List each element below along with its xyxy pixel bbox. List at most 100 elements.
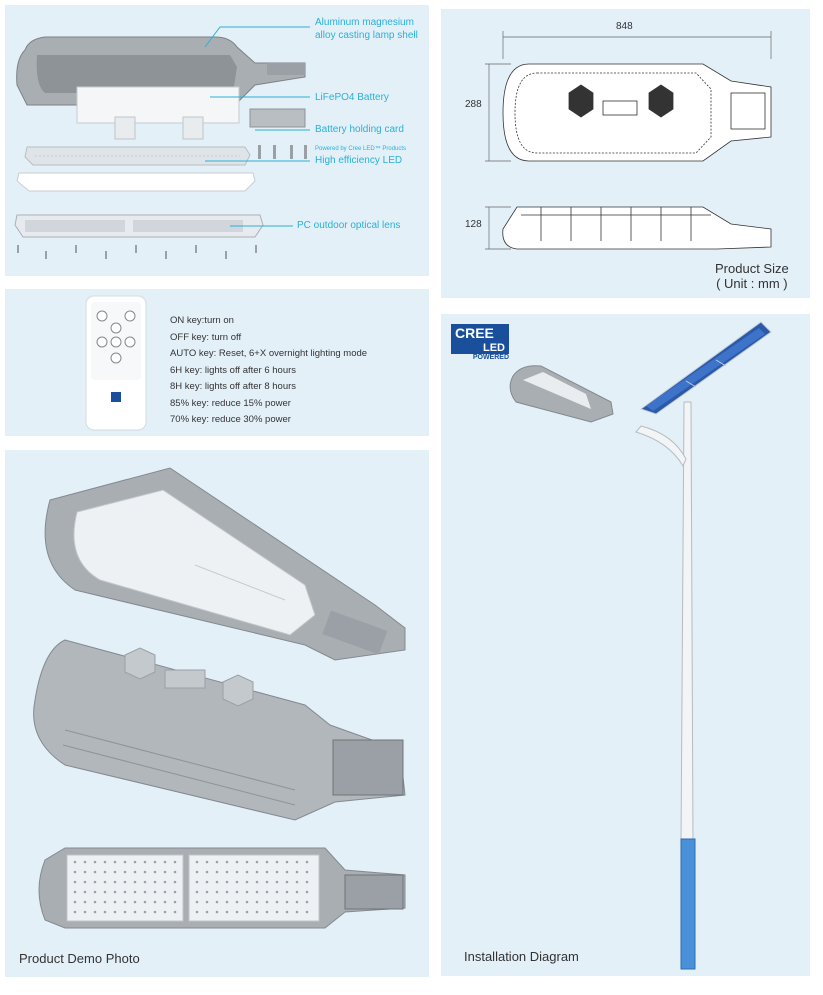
- remote-key-off: OFF key: turn off: [170, 331, 242, 343]
- led-dot: [205, 890, 209, 894]
- led-dot: [173, 890, 177, 894]
- led-dot: [285, 860, 289, 864]
- led-dot: [133, 870, 137, 874]
- led-dot: [295, 890, 299, 894]
- led-dot: [83, 880, 87, 884]
- optical-lens-part: [14, 214, 264, 238]
- led-dot: [163, 890, 167, 894]
- led-dot: [205, 880, 209, 884]
- led-dot: [143, 860, 147, 864]
- remote-key-85: 85% key: reduce 15% power: [170, 397, 291, 409]
- top-view-lamp: [502, 63, 772, 162]
- remote-keys-list: ON key:turn on OFF key: turn off AUTO ke…: [170, 313, 367, 429]
- led-dot: [113, 870, 117, 874]
- led-dot: [173, 910, 177, 914]
- led-dot: [103, 910, 107, 914]
- led-dot: [153, 890, 157, 894]
- led-dot: [153, 880, 157, 884]
- exploded-view-panel: Aluminum magnesium alloy casting lamp sh…: [5, 5, 429, 276]
- led-dot: [73, 880, 77, 884]
- remote-control: [85, 295, 147, 431]
- callout-battery: LiFePO4 Battery: [315, 92, 389, 103]
- led-dot: [143, 880, 147, 884]
- led-dot: [73, 910, 77, 914]
- led-dot: [205, 910, 209, 914]
- width-dimension: 848: [616, 21, 633, 32]
- demo-lamp-back: [33, 639, 406, 821]
- solar-panel: [639, 321, 772, 415]
- led-dot: [173, 870, 177, 874]
- led-dot: [113, 860, 117, 864]
- led-dot: [153, 900, 157, 904]
- led-dot: [195, 900, 199, 904]
- demo-lamp-bottom: [38, 847, 406, 929]
- led-dot: [285, 890, 289, 894]
- led-dot: [195, 870, 199, 874]
- led-dot: [285, 870, 289, 874]
- remote-key-70: 70% key: reduce 30% power: [170, 414, 291, 425]
- installation-panel: CREE LED POWERED Installation Diagram: [441, 314, 810, 976]
- led-dot: [245, 860, 249, 864]
- led-dot: [285, 900, 289, 904]
- led-dot: [245, 900, 249, 904]
- led-dot: [245, 880, 249, 884]
- led-dot: [163, 900, 167, 904]
- cree-logo-powered: POWERED: [472, 354, 509, 361]
- led-dot: [153, 860, 157, 864]
- led-dot: [163, 860, 167, 864]
- led-dot: [195, 910, 199, 914]
- led-dot: [133, 860, 137, 864]
- led-dot: [143, 870, 147, 874]
- height-dimension: 288: [465, 99, 482, 110]
- led-dot: [225, 890, 229, 894]
- gasket-part: [16, 172, 256, 192]
- led-dot: [153, 870, 157, 874]
- led-dot: [235, 910, 239, 914]
- led-dot: [133, 910, 137, 914]
- led-dot: [103, 880, 107, 884]
- led-dot: [215, 860, 219, 864]
- led-dot: [123, 890, 127, 894]
- led-dot: [153, 910, 157, 914]
- led-dot: [225, 860, 229, 864]
- led-dot: [275, 890, 279, 894]
- led-dot: [123, 870, 127, 874]
- led-dot: [215, 910, 219, 914]
- led-dot: [123, 860, 127, 864]
- led-dot: [103, 860, 107, 864]
- led-dot: [305, 880, 309, 884]
- led-dot: [225, 880, 229, 884]
- led-dot: [295, 860, 299, 864]
- led-dot: [103, 870, 107, 874]
- led-dot: [225, 910, 229, 914]
- led-dot: [93, 910, 97, 914]
- battery-holder-part: [249, 108, 306, 128]
- led-dot: [305, 860, 309, 864]
- led-dot: [195, 880, 199, 884]
- led-dot: [133, 890, 137, 894]
- callout-shell: Aluminum magnesium alloy casting lamp sh…: [315, 17, 418, 41]
- callout-lens: PC outdoor optical lens: [297, 220, 401, 231]
- led-dot: [123, 880, 127, 884]
- led-dot: [83, 870, 87, 874]
- led-board-part: [24, 146, 251, 166]
- demo-photo-panel: Product Demo Photo: [5, 450, 429, 977]
- led-dot: [265, 900, 269, 904]
- led-dot: [235, 900, 239, 904]
- led-dot: [93, 870, 97, 874]
- led-dot: [255, 900, 259, 904]
- led-dot: [123, 900, 127, 904]
- led-dot: [255, 860, 259, 864]
- demo-photo-illustration: [33, 467, 406, 929]
- led-dot: [195, 890, 199, 894]
- led-dot: [305, 890, 309, 894]
- leader-lines: [204, 26, 310, 227]
- side-view-lamp: [502, 206, 772, 250]
- led-dot: [215, 870, 219, 874]
- bottom-screws-part: [17, 245, 257, 259]
- callout-cree-note: Powered by Cree LED™ Products: [315, 146, 407, 152]
- led-dot: [205, 860, 209, 864]
- led-dot: [255, 890, 259, 894]
- remote-key-on: ON key:turn on: [170, 315, 234, 326]
- led-dot: [73, 900, 77, 904]
